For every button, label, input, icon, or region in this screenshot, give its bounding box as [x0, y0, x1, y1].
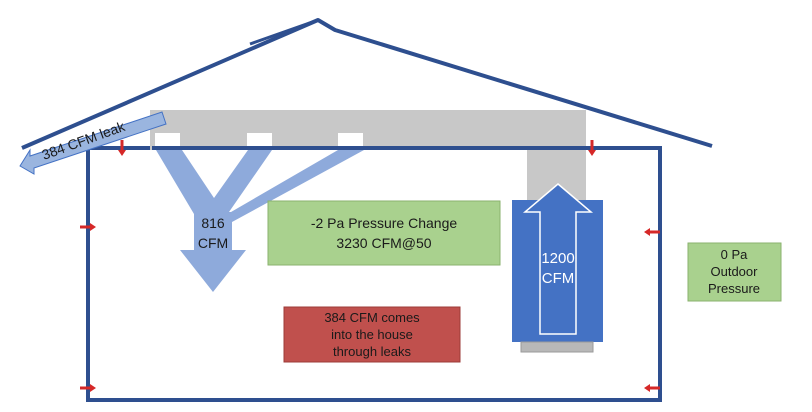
air-handler-value: 1200	[541, 250, 574, 267]
roof	[21, 18, 713, 150]
supply-flow-value: 816	[201, 215, 225, 231]
outdoor-pressure-text-2: Outdoor	[711, 264, 759, 279]
house-walls	[86, 146, 662, 402]
infiltration-text-1: 384 CFM comes	[324, 310, 420, 325]
return-flow-arrow	[522, 183, 594, 335]
leak-arrow-ceiling-right	[588, 140, 596, 156]
attic-leak-shape	[19, 111, 167, 175]
attic-leak-arrow: 384 CFM leak	[19, 111, 167, 175]
house-pressure-bg	[267, 200, 501, 266]
infiltration-bg	[283, 306, 461, 363]
air-handler: 1200 CFM	[512, 183, 603, 353]
outdoor-pressure-box: 0 Pa Outdoor Pressure	[687, 242, 782, 302]
infiltration-text-3: through leaks	[333, 344, 412, 359]
leak-arrow-left-floor	[80, 384, 96, 392]
supply-flow-shape	[156, 150, 364, 292]
house-pressure-text-2: 3230 CFM@50	[336, 235, 431, 251]
outdoor-pressure-bg	[687, 242, 782, 302]
leak-arrow-left-wall	[80, 223, 96, 231]
leak-arrow-right-floor	[644, 384, 660, 392]
outdoor-pressure-text-3: Pressure	[708, 281, 760, 296]
leak-arrow-right-wall	[644, 228, 660, 236]
house-pressure-box: -2 Pa Pressure Change 3230 CFM@50	[267, 200, 501, 266]
supply-flow-arrow: 816 CFM	[156, 150, 364, 292]
roof-vent	[249, 18, 336, 46]
attic-duct	[150, 110, 586, 200]
leak-arrow-ceiling-left	[118, 140, 126, 156]
outdoor-pressure-text-1: 0 Pa	[721, 247, 749, 262]
infiltration-box: 384 CFM comes into the house through lea…	[283, 306, 461, 363]
filter	[520, 341, 594, 353]
infiltration-text-2: into the house	[331, 327, 413, 342]
supply-flow-unit: CFM	[198, 235, 228, 251]
air-handler-unit: CFM	[542, 270, 575, 287]
leak-arrows	[80, 140, 660, 392]
house-pressure-text-1: -2 Pa Pressure Change	[311, 215, 458, 231]
